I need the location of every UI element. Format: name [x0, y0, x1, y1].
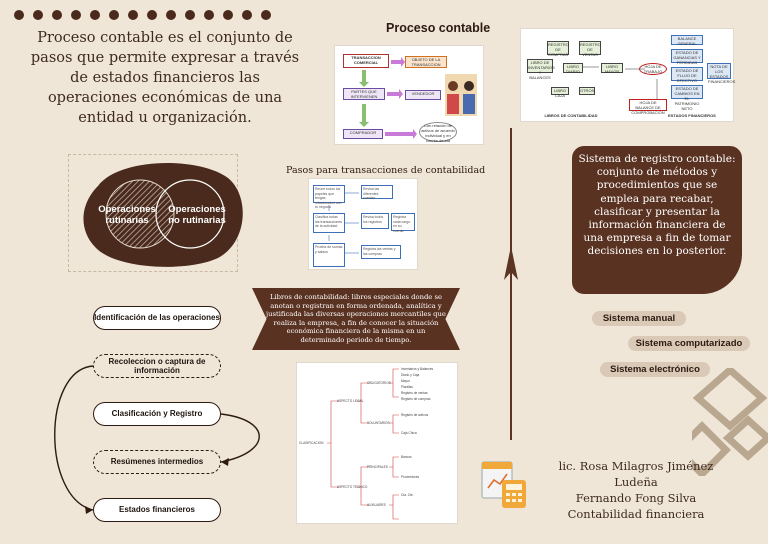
tree-leaf: Caja Chica [401, 431, 417, 435]
dot [166, 10, 176, 20]
clasificacion-tree: CLASIFICACION ASPECTO LEGAL ASPECTO TECN… [296, 362, 458, 524]
tree-level2: AUXILIARES [367, 503, 386, 507]
diagram-box: OBJETO DE LA TRANSACCION [405, 56, 447, 68]
tree-leaf: Registro de compras [401, 397, 431, 401]
tree-root: CLASIFICACION [299, 441, 324, 445]
diagram-box: VENDEDOR [405, 90, 441, 100]
calculator-document-icon [481, 461, 526, 508]
diagram-box: TRANSACCION COMERCIAL [343, 54, 389, 68]
dot [242, 10, 252, 20]
step-identificacion: Identificación de las operaciones [93, 306, 221, 330]
diagram-box: ESTADO DE CAMBIOS EN EL PATRIMONIO NETO [671, 85, 703, 111]
sistema-manual-pill: Sistema manual [592, 311, 686, 326]
tree-leaf: Bancos [401, 455, 412, 459]
diagram-box: ESTADO DE FLUJO DE EFECTIVO [671, 67, 703, 83]
diagram-box: LIBRO CAJA [551, 87, 569, 98]
diagram-box: BALANCE GENERAL [671, 35, 703, 46]
sistema-computarizado-pill: Sistema computarizado [628, 336, 750, 351]
dot [128, 10, 138, 20]
center-divider [510, 128, 512, 440]
diagram-box: LIBRO DE INVENTARIOS Y BALANCES [527, 59, 555, 80]
dot [90, 10, 100, 20]
credits: lic. Rosa Milagros Jiménez Ludeña Fernan… [538, 458, 734, 522]
tree-leaf: Diario y Caja [401, 373, 420, 377]
tree-level2: VOLUNTARIOS [367, 421, 390, 425]
diagram-box: COMPRADOR [343, 129, 383, 139]
tree-level2: PRINCIPALES [367, 465, 388, 469]
diagram-box: Con relación de activos de acuerdo indiv… [419, 122, 457, 143]
divider-arrow [504, 246, 518, 280]
pasos-connectors [328, 192, 359, 254]
credit-course: Contabilidad financiera [567, 507, 705, 521]
tree-leaf: Registro de ventas [401, 391, 428, 395]
paso-box: Revisa las diferentes cuentas [361, 185, 393, 200]
step-clasificacion: Clasificación y Registro [93, 402, 221, 426]
credit-author-2: Fernando Fong Silva [575, 491, 697, 505]
tree-leaf: Registro de activos [401, 413, 429, 417]
tree-leaf: Proveedores [401, 475, 420, 479]
diagram-box: REGISTRO DE COMPRAS [547, 41, 569, 57]
diagram-box: NOTA DE LOS ESTADOS FINANCIEROS [707, 63, 736, 84]
tree-level1: ASPECTO TECNICO [337, 485, 368, 489]
diagram-box: LIBRO MAYOR [601, 63, 623, 74]
dot [14, 10, 24, 20]
paso-box: Registra cada cargo en su cuenta [391, 213, 415, 233]
diagram-box: PARTES QUE INTERVIENEN [343, 88, 385, 100]
dot [33, 10, 43, 20]
venn-right-label: Operaciones no rutinarias [168, 204, 226, 226]
libros-estados-diagram: LIBRO DE INVENTARIOS Y BALANCES REGISTRO… [520, 28, 736, 122]
tree-leaf: Cta. Cte. [401, 493, 414, 497]
venn-left-label: Operaciones rutinarias [98, 204, 156, 226]
paso-box: Reúne todos los papeles que tengas relac… [313, 185, 345, 209]
sistema-registro-card: Sistema de registro contable: conjunto d… [572, 146, 742, 294]
dot [223, 10, 233, 20]
tree-leaf: Inventarios y Balances [401, 367, 434, 371]
venn-blob [83, 163, 243, 267]
tree-level2: OBLIGATORIOS [367, 381, 391, 385]
paso-box: Prueba de sumas y saldos [313, 243, 345, 267]
intro-text: Proceso contable es el conjunto de pasos… [30, 30, 300, 126]
paso-box: Revisa todos los registros [361, 213, 389, 229]
proceso-diagram: TRANSACCION COMERCIAL OBJETO DE LA TRANS… [334, 45, 484, 145]
paso-box: Clasifica todas las transacciones de la … [313, 213, 345, 233]
dot [71, 10, 81, 20]
credit-author-1: lic. Rosa Milagros Jiménez Ludeña [558, 459, 714, 489]
step-estados-financieros: Estados financieros [93, 498, 221, 522]
diagram-box: LIBRO DIARIO [563, 63, 583, 74]
paso-box: Registra las ventas y las compras [361, 245, 401, 259]
diagram-box: HOJA DE TRABAJO [639, 63, 667, 75]
dot [204, 10, 214, 20]
pasos-diagram: Reúne todos los papeles que tengas relac… [308, 178, 418, 270]
diagram-box: HOJA DE BALANCE DE COMPROBACION [629, 99, 667, 115]
sistema-electronico-pill: Sistema electrónico [600, 362, 710, 377]
dot [261, 10, 271, 20]
dot [147, 10, 157, 20]
dot [52, 10, 62, 20]
diagram-box: REGISTRO DE VENTAS [579, 41, 601, 57]
pasos-title: Pasos para transacciones de contabilidad [286, 165, 486, 176]
tree-level1: ASPECTO LEGAL [337, 399, 364, 403]
diagram-arrows [359, 57, 477, 139]
tree-leaf: Planillas [401, 385, 413, 389]
decorative-diamonds [692, 368, 768, 476]
decorative-dots [14, 10, 271, 20]
dot [185, 10, 195, 20]
tree-lines [327, 368, 399, 520]
diagram-caption: ESTADOS FINANCIEROS [668, 113, 716, 118]
diagram-box: OTROS [579, 87, 595, 95]
step-resumenes: Resúmenes intermedios [93, 450, 221, 474]
step-recoleccion: Recoleccion o captura de información [93, 354, 221, 378]
steps-connectors [54, 365, 260, 514]
page-title: Proceso contable [386, 21, 491, 35]
dot [109, 10, 119, 20]
libros-banner: Libros de contabilidad: libros especiale… [252, 288, 460, 350]
diagram-caption: LIBROS DE CONTABILIDAD [544, 113, 598, 118]
diagram-box: ESTADO DE GANANCIAS Y PERDIDAS [671, 49, 703, 65]
tree-leaf: Mayor [401, 379, 410, 383]
